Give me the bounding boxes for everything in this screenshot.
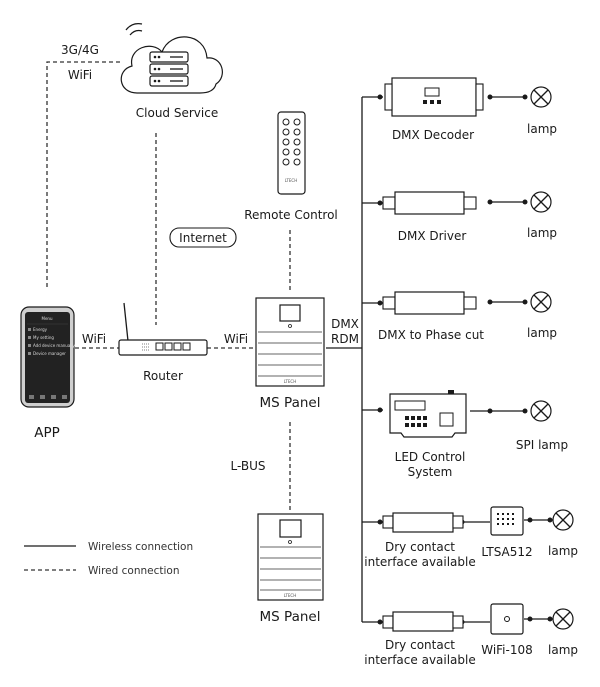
conn-wifi-top-label: WiFi <box>68 68 92 82</box>
internet-label: Internet <box>179 231 227 245</box>
lamp-label: lamp <box>527 122 557 136</box>
legend: Wireless connection Wired connection <box>24 541 193 577</box>
lamp-3: lamp <box>527 291 557 340</box>
lamp-2: lamp <box>527 191 557 240</box>
cloud-service: Cloud Service <box>120 22 223 120</box>
dmx-decoder-label: DMX Decoder <box>392 128 474 142</box>
dmx-driver: DMX Driver <box>382 191 477 243</box>
lamp-1: lamp <box>527 86 557 136</box>
lamp-label: lamp <box>527 326 557 340</box>
wifi-108-label: WiFi-108 <box>481 643 533 657</box>
phone-menu-title: Menu <box>42 316 53 321</box>
phone-menu-item: Energy <box>33 327 48 332</box>
panel-screen <box>279 304 301 322</box>
dmx-phase-cut-label: DMX to Phase cut <box>378 328 484 342</box>
dry-contact-label: interface available <box>364 555 476 569</box>
led-control-label-2: System <box>408 465 453 479</box>
lamp-label: lamp <box>548 643 578 657</box>
phone-menu-item: My setting <box>33 335 54 340</box>
server-icon <box>149 51 189 87</box>
cloud-service-label: Cloud Service <box>136 106 218 120</box>
dry-contact-label: Dry contact <box>385 540 455 554</box>
dry-contact-module-1: Dry contact interface available <box>364 512 476 569</box>
panel-brand: LTECH <box>284 379 296 384</box>
ms-panel-top: LTECH MS Panel <box>255 297 325 411</box>
panel-screen <box>279 519 302 538</box>
connectors <box>46 61 553 625</box>
phone-menu-icons <box>28 328 31 355</box>
dry-contact-label: interface available <box>364 653 476 667</box>
signal-arc-inner <box>129 29 143 36</box>
phone-menu-item: Device manager <box>33 351 66 356</box>
router-vent <box>142 343 150 351</box>
dmx-decoder: DMX Decoder <box>384 77 484 142</box>
router: Router <box>118 302 208 383</box>
dmx-driver-label: DMX Driver <box>398 229 467 243</box>
led-control-system: LED Control System <box>389 390 467 479</box>
spi-lamp-label: SPI lamp <box>516 438 568 452</box>
dmx-label: DMX <box>331 317 359 331</box>
conn-3g-label: 3G/4G <box>61 43 99 57</box>
signal-arc-outer <box>125 22 143 31</box>
phone-bottom-nav <box>29 395 67 399</box>
remote-control: LTECH Remote Control <box>244 111 338 222</box>
led-control-keys <box>405 416 427 427</box>
app-label: APP <box>34 425 60 441</box>
remote-buttons <box>282 118 301 166</box>
ltsa512: LTSA512 <box>481 506 533 559</box>
lamp-6: lamp <box>548 608 578 657</box>
lamp-label: lamp <box>527 226 557 240</box>
remote-control-label: Remote Control <box>244 208 338 222</box>
remote-brand: LTECH <box>285 178 297 183</box>
dry-contact-module-2: Dry contact interface available <box>364 611 476 667</box>
internet-badge: Internet <box>169 227 237 248</box>
dmx-phase-cut: DMX to Phase cut <box>378 291 484 342</box>
rdm-label: RDM <box>331 332 359 346</box>
spi-lamp: SPI lamp <box>516 400 568 452</box>
lamp-label: lamp <box>548 544 578 558</box>
cloud-app-link <box>46 61 120 290</box>
wifi-108: WiFi-108 <box>481 603 533 657</box>
lamp-5: lamp <box>548 509 578 558</box>
phone-screen <box>25 312 70 403</box>
dry-contact-label: Dry contact <box>385 638 455 652</box>
ms-panel-label: MS Panel <box>260 609 321 625</box>
router-antenna <box>123 302 129 342</box>
panel-brand: LTECH <box>284 593 296 598</box>
lamp-links <box>459 94 553 625</box>
legend-wired-label: Wired connection <box>88 565 179 577</box>
lbus-label: L-BUS <box>230 459 265 473</box>
router-ports <box>155 342 191 351</box>
wifi-router-panel-label: WiFi <box>224 332 248 346</box>
ms-panel-label: MS Panel <box>260 395 321 411</box>
router-label: Router <box>143 369 183 383</box>
bus-branches <box>362 94 383 625</box>
led-control-label-1: LED Control <box>395 450 466 464</box>
phone-menu-item: Add device manually <box>33 343 76 348</box>
ltsa-keypad <box>497 513 514 525</box>
ltsa512-label: LTSA512 <box>481 545 532 559</box>
legend-wireless-label: Wireless connection <box>88 541 193 553</box>
wifi-app-router-label: WiFi <box>82 332 106 346</box>
ms-panel-bottom: LTECH MS Panel <box>257 513 324 625</box>
app-phone: Menu Energy My setting Add device manual… <box>20 306 76 441</box>
